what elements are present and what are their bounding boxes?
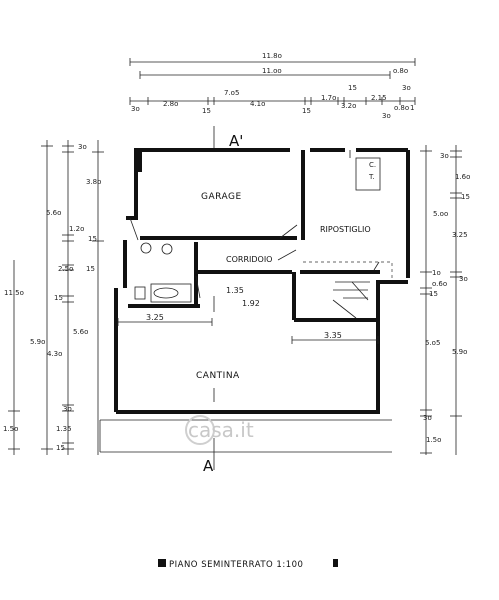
caption-mark-left <box>158 559 166 567</box>
dim-560-left-b: 5.6o <box>73 328 88 336</box>
dim-250: 2.5o <box>58 265 73 273</box>
dim-150-right: 1.5o <box>426 436 441 444</box>
dim-1150: 11.5o <box>4 289 24 297</box>
section-mark-bottom: A <box>203 457 214 475</box>
dim-15-right-b: 15 <box>429 290 438 298</box>
dim-280: 2.8o <box>163 100 178 108</box>
room-label-ripostiglio: RIPOSTIGLIO <box>320 225 371 234</box>
doors-and-fixtures <box>134 150 393 319</box>
watermark-text: casa.it <box>188 418 254 442</box>
dim-590-right: 5.9o <box>452 348 467 356</box>
section-mark-top: A' <box>229 132 243 150</box>
dim-320: 3.2o <box>341 102 356 110</box>
dim-150-left: 1.5o <box>3 425 18 433</box>
dim-15-left-a: 15 <box>88 235 97 243</box>
right-dimension-lines <box>420 145 462 455</box>
top-dimension-lines <box>129 58 416 105</box>
dim-430: 4.3o <box>47 350 62 358</box>
dim-30-right-c: 3o <box>423 414 432 422</box>
dim-705: 7.o5 <box>224 89 239 97</box>
dim-15-left-b: 15 <box>86 265 95 273</box>
dim-500: 5.oo <box>433 210 448 218</box>
room-label-corridoio: CORRIDOIO <box>226 255 272 264</box>
dim-1-top: 1 <box>410 104 414 112</box>
dim-total-1100: 11.oo <box>262 67 282 75</box>
dim-15-top-a: 15 <box>202 107 211 115</box>
dim-30-top-c: 3o <box>382 112 391 120</box>
dim-060-right: o.6o <box>432 280 447 288</box>
dim-325-right: 3.25 <box>452 231 468 239</box>
dim-120: 1.2o <box>69 225 84 233</box>
dim-30-right-a: 3o <box>440 152 449 160</box>
dim-380: 3.8o <box>86 178 101 186</box>
caption-mark-right <box>333 559 338 567</box>
dim-080-top-b: o.8o <box>394 104 409 112</box>
dim-30-top-a: 3o <box>131 105 140 113</box>
dim-335-inner: 3.35 <box>324 331 342 340</box>
dim-135-inner: 1.35 <box>226 286 244 295</box>
room-label-ct-c: C. <box>369 161 376 169</box>
interior-walls <box>128 150 380 322</box>
left-dimension-lines <box>8 140 104 455</box>
dim-560-left-a: 5.6o <box>46 209 61 217</box>
dim-410: 4.1o <box>250 100 265 108</box>
dim-10-right: 1o <box>432 269 441 277</box>
room-label-ct-t: T. <box>368 173 375 181</box>
dim-15-left-d: 15 <box>56 444 65 452</box>
room-label-cantina: CANTINA <box>196 371 240 381</box>
plan-caption: PIANO SEMINTERRATO 1:100 <box>169 560 303 570</box>
dim-080-top: o.8o <box>393 67 408 75</box>
dim-total-1180: 11.8o <box>262 52 282 60</box>
room-label-garage: GARAGE <box>201 192 242 202</box>
dim-192-inner: 1.92 <box>242 299 260 308</box>
dim-15-left-c: 15 <box>54 294 63 302</box>
exterior-walls <box>114 148 410 414</box>
dim-30-left-b: 3o <box>63 405 72 413</box>
watermark-logo-circle <box>185 415 215 445</box>
dim-30-right-b: 3o <box>459 275 468 283</box>
ground-strip <box>99 419 392 453</box>
dim-590-left: 5.9o <box>30 338 45 346</box>
dim-505: 5.o5 <box>425 339 440 347</box>
dim-15-top-b: 15 <box>302 107 311 115</box>
dim-15-top-c: 15 <box>348 84 357 92</box>
dim-15-right-a: 15 <box>461 193 470 201</box>
dim-30-top-b: 3o <box>402 84 411 92</box>
dim-160: 1.6o <box>455 173 470 181</box>
dim-135-left: 1.35 <box>56 425 72 433</box>
dim-325-inner: 3.25 <box>146 313 164 322</box>
inner-dimension-lines <box>117 318 379 344</box>
dim-215: 2.15 <box>371 94 387 102</box>
dim-170: 1.7o <box>321 94 336 102</box>
dim-30-left: 3o <box>78 143 87 151</box>
